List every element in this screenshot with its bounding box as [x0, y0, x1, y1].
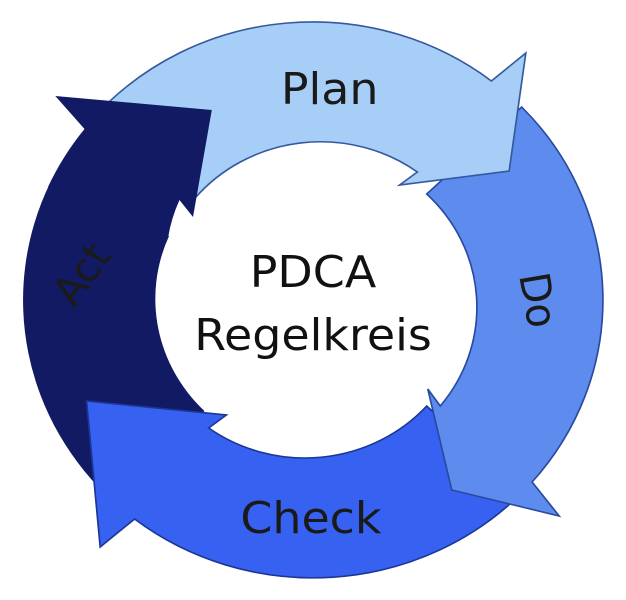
do-arrow — [425, 105, 604, 518]
center-title-line1: PDCA — [250, 246, 377, 298]
check-arrow — [85, 400, 523, 579]
act-arrow-head — [47, 96, 212, 238]
check-label: Check — [240, 492, 381, 544]
do-label: Do — [509, 269, 567, 332]
plan-label: Plan — [281, 63, 379, 115]
center-title-line2: Regelkreis — [194, 309, 432, 361]
plan-arrow — [95, 21, 527, 200]
